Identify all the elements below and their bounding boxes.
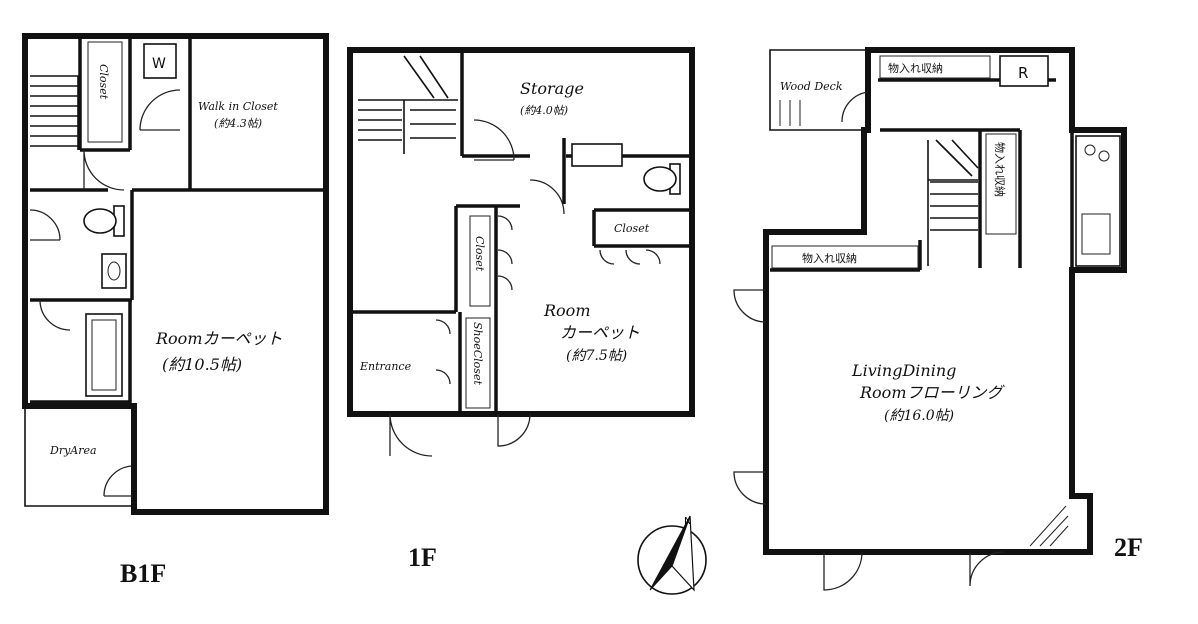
1f-shoe-closet-label: ShoeCloset (471, 322, 484, 385)
2f-wood-deck-label: Wood Deck (780, 80, 843, 93)
1f-doors (389, 119, 661, 457)
1f-closet-left-box (469, 215, 491, 307)
1f-shoe-closet-box (465, 317, 491, 409)
1f-sink-icon (571, 143, 623, 167)
1f-room-label: Room (543, 301, 590, 320)
b1f-closet-label: Closet (97, 64, 110, 100)
sink-icon (101, 253, 127, 289)
1f-room-label-2: カーペット (560, 323, 640, 342)
2f-outer-wall (763, 47, 1127, 555)
2f-stairs (927, 139, 979, 266)
b1f-stairs (30, 75, 79, 150)
1f-toilet-icon (643, 163, 681, 195)
2f-storage-side-box (985, 133, 1017, 235)
washer-icon (143, 43, 177, 79)
1f-closet-left-label: Closet (473, 236, 486, 272)
2f-fridge-label: R (1018, 64, 1028, 82)
2f-storage-left-label: 物入れ収納 (802, 251, 857, 265)
floor-1f: Storage (約4.0帖) Closet Closet ShoeCloset… (347, 47, 695, 572)
b1f-floor-label: B1F (120, 559, 166, 588)
2f-ldk-size: (約16.0帖) (884, 408, 954, 424)
b1f-dry-area-outline (24, 406, 134, 507)
2f-interior-walls (770, 78, 1074, 272)
1f-stairs (358, 55, 458, 154)
1f-closet-right-label: Closet (614, 222, 650, 235)
2f-storage-top-label: 物入れ収納 (888, 61, 943, 75)
2f-storage-side-label: 物入れ収納 (993, 142, 1007, 197)
b1f-washer-label: W (152, 56, 166, 72)
b1f-interior-walls (30, 36, 326, 404)
b1f-walk-in-closet-label: Walk in Closet (198, 100, 278, 113)
bathtub-icon (85, 313, 123, 397)
2f-ldk-label-2: Roomフローリング (859, 383, 1005, 402)
floor-2f: 物入れ収納 R Wood Deck 物入れ収納 物入れ収納 (733, 47, 1143, 591)
2f-stair-hatch (1029, 505, 1069, 547)
b1f-room-size: (約10.5帖) (162, 355, 242, 374)
1f-outer-wall (347, 47, 695, 417)
compass-icon: N (637, 515, 707, 595)
1f-entrance-label: Entrance (359, 360, 412, 373)
2f-floor-label: 2F (1114, 533, 1143, 562)
1f-floor-label: 1F (408, 543, 437, 572)
b1f-outer-wall (22, 33, 329, 515)
toilet-icon (83, 205, 125, 237)
1f-interior-walls (350, 50, 692, 414)
b1f-room-label: Roomカーペット (155, 329, 283, 348)
kitchen-counter (1075, 135, 1121, 267)
1f-storage-label: Storage (520, 79, 584, 98)
kitchen-sink-icon (1081, 213, 1111, 255)
fridge-icon (999, 55, 1049, 87)
floor-b1f: Closet W Walk in Closet (約4.3帖) Roomカーペッ… (22, 33, 329, 588)
b1f-closet-box (87, 41, 123, 143)
2f-doors (733, 91, 1005, 591)
1f-room-size: (約7.5帖) (566, 348, 627, 364)
2f-ldk-label: LivingDining (851, 361, 956, 380)
2f-wood-deck-outline (769, 49, 868, 131)
1f-storage-size: (約4.0帖) (520, 104, 568, 117)
compass-north-label: N (684, 516, 691, 527)
2f-storage-left-box (771, 245, 919, 269)
b1f-doors (29, 89, 181, 497)
2f-storage-top-box (879, 55, 991, 79)
b1f-walk-in-closet-size: (約4.3帖) (214, 117, 262, 130)
b1f-dry-area-label: DryArea (49, 444, 97, 457)
